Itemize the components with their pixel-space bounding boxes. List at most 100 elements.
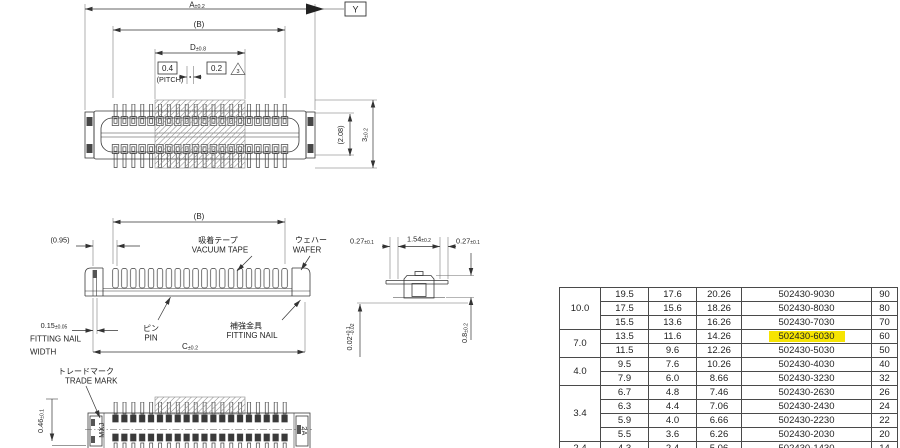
wafer-label-jp: ウェハー — [295, 236, 327, 245]
dim-row-span-label: (2.08) — [336, 125, 345, 144]
table-cell: 90 — [871, 287, 898, 302]
table-cell: 6.26 — [696, 427, 742, 442]
table-cell: 13.5 — [600, 329, 649, 344]
table-cell: 15.6 — [648, 301, 697, 316]
part-number-cell: 502430-2430 — [741, 399, 872, 414]
group-cell: 4.0 — [559, 357, 601, 386]
vacuum-tape-label-jp: 吸着テープ — [198, 235, 238, 245]
table-cell: 50 — [871, 343, 898, 358]
group-cell: 3.4 — [559, 385, 601, 442]
pitch-note-label: (PITCH) — [157, 75, 184, 84]
revision-number: 3 — [236, 69, 239, 75]
table-cell: 8.66 — [696, 371, 742, 386]
part-number-cell: 502430-8030 — [741, 301, 872, 316]
group-cell: 10.0 — [559, 287, 601, 330]
part-number-cell: 502430-1430 — [741, 441, 872, 448]
table-cell: 14.26 — [696, 329, 742, 344]
table-cell: 60 — [871, 329, 898, 344]
dim-a-label: A±0.2 — [189, 1, 205, 11]
table-cell: 7.9 — [600, 371, 649, 386]
datum-flag-box — [344, 1, 367, 17]
vacuum-tape-hatch-area — [154, 99, 246, 169]
table-cell: 13.6 — [648, 315, 697, 330]
table-cell: 7.6 — [648, 357, 697, 372]
part-number-cell: 502430-5030 — [741, 343, 872, 358]
table-row: 17.5 15.6 18.26 502430-8030 80 — [560, 301, 898, 316]
table-cell: 40 — [871, 357, 898, 372]
dim-b-label: (B) — [194, 20, 205, 29]
table-cell: 4.3 — [600, 441, 649, 448]
table-cell: 4.4 — [648, 399, 697, 414]
table-cell: 11.6 — [648, 329, 697, 344]
part-number-cell: 502430-3230 — [741, 371, 872, 386]
table-row: 15.5 13.6 16.26 502430-7030 70 — [560, 315, 898, 330]
table-cell: 10.26 — [696, 357, 742, 372]
wafer-label-en: WAFER — [293, 246, 322, 255]
table-cell: 14 — [871, 441, 898, 448]
table-cell: 9.5 — [600, 357, 649, 372]
table-cell: 2.4 — [648, 441, 697, 448]
pitch-value-box: 0.4 — [162, 64, 174, 73]
revision-triangle-icon — [230, 62, 246, 75]
table-cell: 17.6 — [648, 287, 697, 302]
coplanarity-label: 0.02+0.1-0.02 — [345, 323, 356, 350]
side-view-wafer-body — [385, 271, 449, 299]
table-cell: 22 — [871, 413, 898, 428]
table-cell: 4.0 — [648, 413, 697, 428]
pin-width-box: 0.2 — [211, 64, 223, 73]
fitting-nail-label-jp: 補強金具 — [230, 321, 262, 331]
front-view-pins — [111, 268, 289, 289]
part-number-cell: 502430-2030 — [741, 427, 872, 442]
table-cell: 70 — [871, 315, 898, 330]
fitting-nail-label-en: FITTING NAIL — [226, 331, 278, 340]
table-row: 2.4 4.3 2.4 5.06 502430-1430 14 — [559, 441, 898, 448]
group-cell: 2.4 — [559, 441, 601, 448]
table-cell: 80 — [871, 301, 898, 316]
table-cell: 9.6 — [648, 343, 697, 358]
top-view-drawing: Y A±0.2 (B) D±0.8 0.4 (PITCH) 0.2 3 (2.0… — [84, 1, 377, 169]
marking-right-text: 2A — [300, 426, 307, 436]
dim-height-label: 3±0.2 — [360, 128, 370, 142]
table-cell: 16.26 — [696, 315, 742, 330]
table-cell: 12.26 — [696, 343, 742, 358]
technical-drawing: Y A±0.2 (B) D±0.8 0.4 (PITCH) 0.2 3 (2.0… — [30, 1, 480, 448]
dim-d-label: D±0.8 — [190, 43, 206, 53]
table-cell: 5.06 — [696, 441, 742, 448]
part-number-cell: 502430-4030 — [741, 357, 872, 372]
highlighted-part-number-cell: 502430-6030 — [741, 329, 872, 344]
table-cell: 6.0 — [648, 371, 697, 386]
table-row: 5.5 3.6 6.26 502430-2030 20 — [560, 427, 898, 442]
parts-table-container: 10.0 19.5 17.6 20.26 502430-9030 90 17.5… — [559, 287, 898, 448]
side-dim-height-label: 0.8±0.2 — [460, 323, 470, 343]
nail-width-dim-label: 0.15±0.05 — [41, 321, 68, 331]
table-cell: 20.26 — [696, 287, 742, 302]
part-number-cell: 502430-9030 — [741, 287, 872, 302]
highlight-marker: 502430-6030 — [768, 331, 845, 342]
dim-c-label: C±0.2 — [182, 342, 198, 352]
part-number-cell: 502430-2630 — [741, 385, 872, 400]
marking-left-text: MXJ — [99, 422, 106, 438]
part-number-cell: 502430-2230 — [741, 413, 872, 428]
table-row: 10.0 19.5 17.6 20.26 502430-9030 90 — [559, 287, 898, 330]
table-row: 11.5 9.6 12.26 502430-5030 50 — [560, 343, 898, 358]
table-row: 3.4 6.7 4.8 7.46 502430-2630 26 — [559, 385, 898, 442]
datum-flag-label: Y — [352, 5, 358, 15]
side-dim-mid-label: 1.54±0.2 — [407, 235, 431, 245]
front-dim-b-label: (B) — [194, 212, 205, 221]
table-cell: 7.46 — [696, 385, 742, 400]
pin-label-en: PIN — [144, 334, 158, 343]
front-view-drawing: (B) (0.95) 吸着テープ VACUUM TAPE ウェハー WAFER … — [30, 212, 327, 357]
datum-arrow-icon — [306, 3, 324, 15]
trademark-label-jp: トレードマーク — [58, 367, 114, 376]
table-cell: 15.5 — [600, 315, 649, 330]
table-row: 7.0 13.5 11.6 14.26 502430-6030 60 — [559, 329, 898, 358]
table-cell: 11.5 — [600, 343, 649, 358]
nail-width-note-2: WIDTH — [30, 348, 56, 357]
front-dim-end-label: (0.95) — [50, 236, 69, 245]
table-cell: 32 — [871, 371, 898, 386]
bottom-hatch-area — [154, 396, 246, 415]
table-cell: 6.3 — [600, 399, 649, 414]
table-cell: 6.66 — [696, 413, 742, 428]
parts-table: 10.0 19.5 17.6 20.26 502430-9030 90 17.5… — [559, 287, 898, 448]
